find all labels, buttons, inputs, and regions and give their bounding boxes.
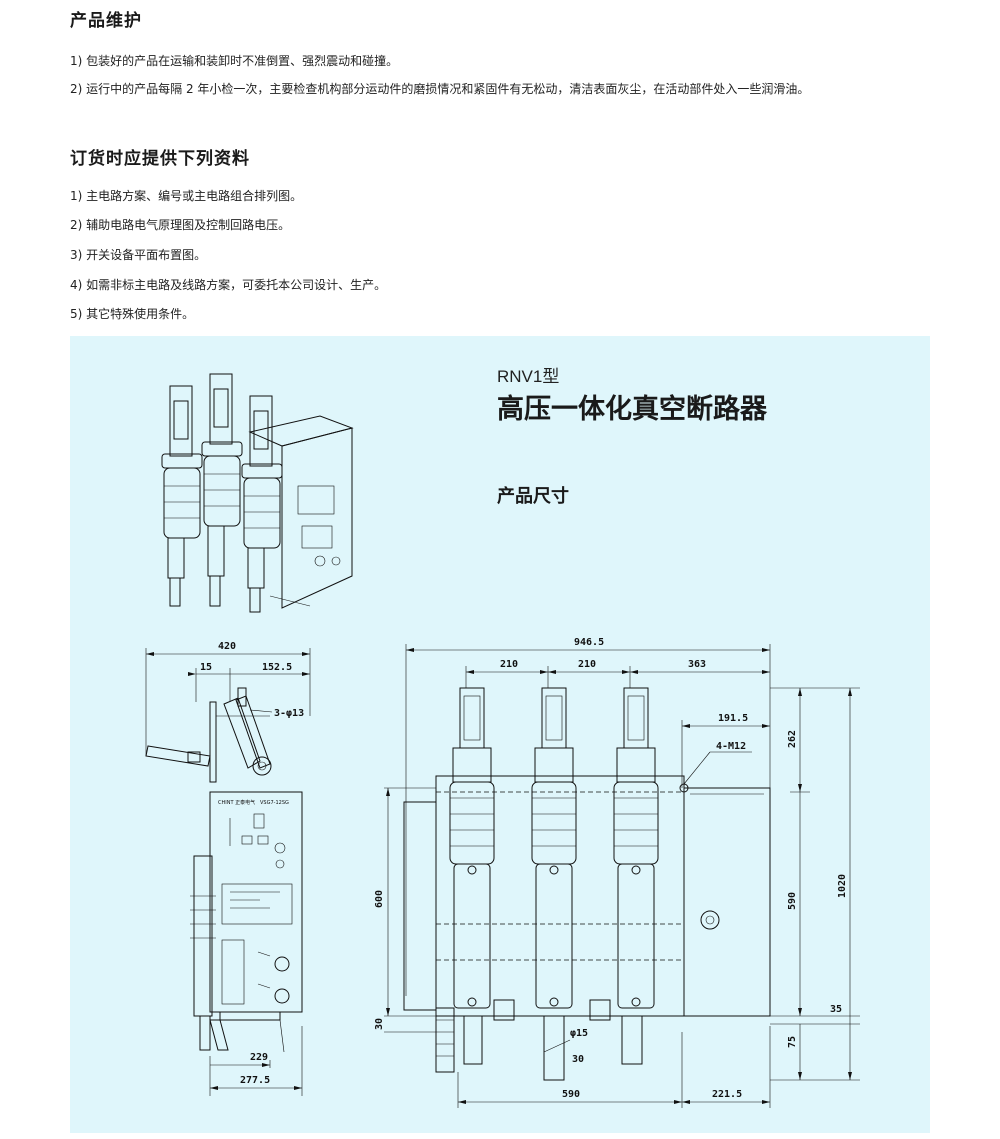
product-model: RNV1型 xyxy=(497,367,559,386)
nameplate-model: VSG7-12SG xyxy=(260,800,289,806)
dim-side-277-5: 277.5 xyxy=(240,1075,270,1086)
dim-front-bolts: 4-M12 xyxy=(716,741,746,752)
dim-front-75: 75 xyxy=(787,1036,798,1048)
dim-front-363: 363 xyxy=(688,659,706,670)
dim-front-600: 600 xyxy=(374,890,385,908)
product-name: 高压一体化真空断路器 xyxy=(497,393,768,425)
ordering-item-5: 5) 其它特殊使用条件。 xyxy=(70,307,195,321)
breaker-isometric-illustration xyxy=(161,373,354,613)
dim-side-width: 420 xyxy=(218,641,236,652)
dim-front-1020: 1020 xyxy=(837,874,848,898)
dim-front-pitch-2: 210 xyxy=(578,659,596,670)
product-section-title: 产品尺寸 xyxy=(497,485,569,507)
dim-front-hole: φ15 xyxy=(570,1028,588,1039)
ordering-item-3: 3) 开关设备平面布置图。 xyxy=(70,248,207,262)
dim-front-30: 30 xyxy=(572,1054,584,1065)
dim-side-30: 30 xyxy=(374,1018,385,1030)
ordering-item-2: 2) 辅助电路电气原理图及控制回路电压。 xyxy=(70,218,291,232)
maintenance-item-1: 1) 包装好的产品在运输和装卸时不准倒置、强烈震动和碰撞。 xyxy=(70,54,399,68)
dim-side-holes: 3-φ13 xyxy=(274,708,304,719)
front-view-drawing: 946.5 210 210 363 191.5 4-M12 xyxy=(374,637,860,1108)
dim-side-152-5: 152.5 xyxy=(262,662,292,673)
dim-front-pitch-1: 210 xyxy=(500,659,518,670)
dim-front-590-vertical: 590 xyxy=(787,892,798,910)
side-view-drawing: 420 15 152.5 3-φ13 CHINT 正泰电气 VSG7-12SG xyxy=(145,641,311,1096)
maintenance-item-2: 2) 运行中的产品每隔 2 年小检一次，主要检查机构部分运动件的磨损情况和紧固件… xyxy=(70,82,810,96)
ordering-title: 订货时应提供下列资料 xyxy=(70,149,250,169)
ordering-item-1: 1) 主电路方案、编号或主电路组合排列图。 xyxy=(70,189,303,203)
dim-front-35: 35 xyxy=(830,1004,842,1015)
dim-front-590: 590 xyxy=(562,1089,580,1100)
ordering-item-4: 4) 如需非标主电路及线路方案，可委托本公司设计、生产。 xyxy=(70,278,387,292)
dim-front-262: 262 xyxy=(787,730,798,748)
dim-side-15: 15 xyxy=(200,662,212,673)
product-drawing-panel: RNV1型 高压一体化真空断路器 产品尺寸 xyxy=(70,336,930,1133)
dim-front-221-5: 221.5 xyxy=(712,1089,742,1100)
dim-side-229: 229 xyxy=(250,1052,268,1063)
dim-front-191-5: 191.5 xyxy=(718,713,748,724)
dim-front-total-width: 946.5 xyxy=(574,637,604,648)
maintenance-title: 产品维护 xyxy=(70,11,142,31)
nameplate-brand: CHINT 正泰电气 xyxy=(218,799,255,806)
